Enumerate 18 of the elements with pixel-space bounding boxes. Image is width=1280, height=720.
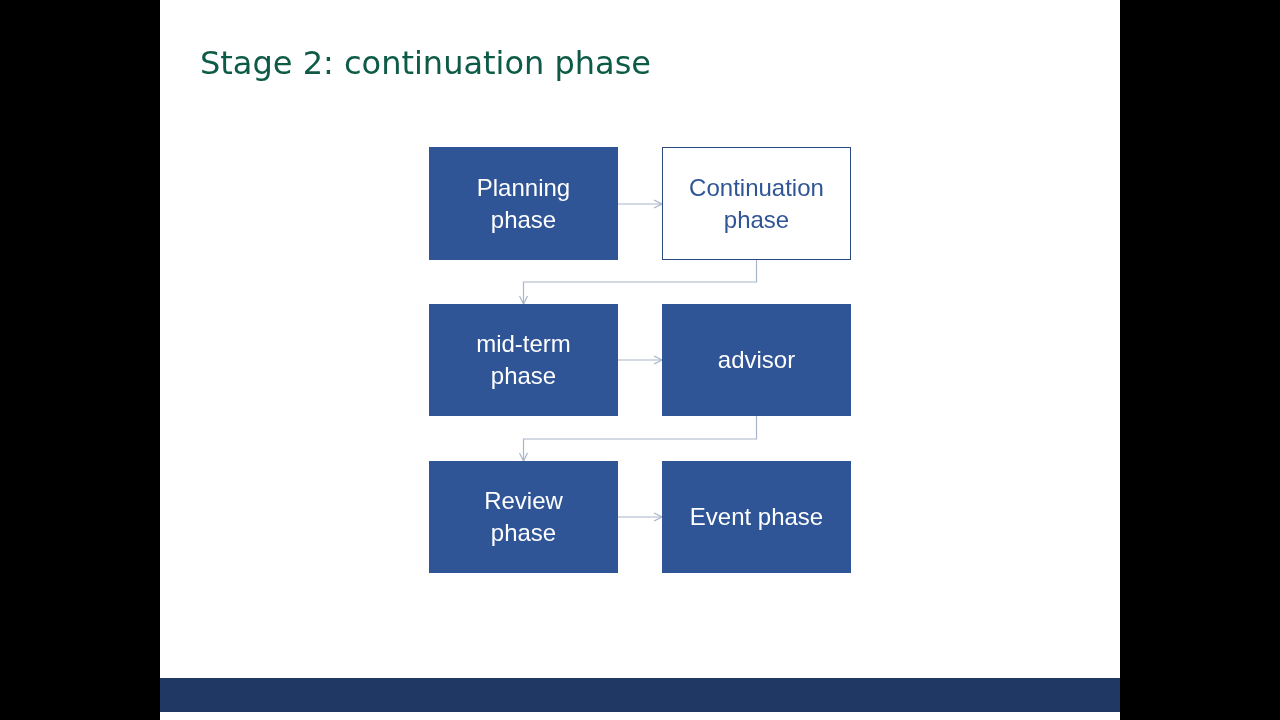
node-label: Planning phase xyxy=(475,172,572,235)
arrow xyxy=(518,415,758,462)
arrow xyxy=(617,199,663,209)
process-box xyxy=(662,461,851,573)
node-label: advisor xyxy=(717,345,796,375)
arrow xyxy=(518,259,758,305)
node-label: mid-term phase xyxy=(475,329,572,391)
node-label: Continuation phase xyxy=(688,172,825,235)
slide-title: Stage 2: continuation phase xyxy=(200,43,652,84)
process-box xyxy=(429,461,618,573)
node-label: Event phase xyxy=(689,502,824,532)
arrow xyxy=(617,355,663,365)
highlighted-process-box xyxy=(662,147,851,260)
process-box xyxy=(429,147,618,260)
process-box xyxy=(429,304,618,416)
arrow xyxy=(617,512,663,522)
process-box xyxy=(662,304,851,416)
node-label: Review phase xyxy=(483,486,564,548)
